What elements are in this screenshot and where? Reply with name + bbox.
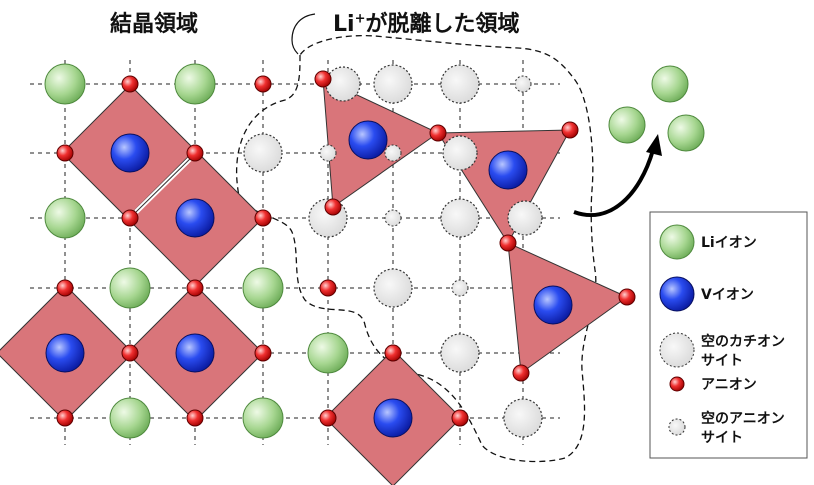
anion — [324, 198, 342, 216]
delithiated-title-li: Li — [333, 12, 355, 37]
v-ion — [373, 398, 413, 438]
anion — [512, 364, 530, 382]
legend-label: Liイオン — [701, 235, 757, 251]
legend-label: 空のカチオン — [701, 333, 785, 350]
legend-empty-anion-swatch — [668, 418, 686, 436]
v-ion — [175, 333, 215, 373]
legend-label: Vイオン — [701, 287, 754, 303]
anion — [121, 344, 139, 362]
octahedron-edge — [135, 151, 198, 213]
anion — [499, 234, 517, 252]
anion — [186, 279, 204, 297]
li-ion — [667, 114, 705, 152]
anion — [121, 75, 139, 93]
empty-cation-site — [373, 64, 413, 104]
empty-cation-site — [325, 66, 361, 102]
anion — [451, 409, 469, 427]
anion — [121, 209, 139, 227]
li-ion — [109, 397, 151, 439]
empty-cation-site — [440, 198, 480, 238]
empty-cation-site — [440, 333, 480, 373]
li-ion — [174, 63, 216, 105]
legend-label: サイト — [701, 430, 743, 446]
anion — [56, 144, 74, 162]
delithiated-region-title: Li+が脱離した領域 — [333, 6, 519, 38]
anion — [429, 124, 447, 142]
empty-anion-site — [451, 279, 469, 297]
empty-cation-site — [373, 268, 413, 308]
legend-label: サイト — [701, 353, 743, 369]
anion — [254, 75, 272, 93]
legend-label: 空のアニオン — [701, 410, 785, 427]
empty-cation-site — [442, 135, 478, 171]
anion — [186, 409, 204, 427]
arrow-icon — [573, 149, 655, 218]
v-ion — [110, 133, 150, 173]
anion — [56, 279, 74, 297]
anion — [186, 144, 204, 162]
anion — [618, 288, 636, 306]
delithiated-title-rest: が脱離した領域 — [365, 12, 520, 37]
li-ion — [307, 332, 349, 374]
empty-anion-site — [514, 75, 532, 93]
li-ion — [242, 267, 284, 309]
anion — [561, 121, 579, 139]
anion — [56, 409, 74, 427]
legend-anion-swatch — [669, 376, 685, 392]
empty-anion-site — [319, 144, 337, 162]
v-ion — [533, 285, 573, 325]
empty-anion-site — [384, 144, 402, 162]
empty-cation-site — [503, 398, 543, 438]
li-ion — [44, 63, 86, 105]
v-ion — [348, 120, 388, 160]
anion — [319, 279, 337, 297]
v-ion — [488, 150, 528, 190]
title-pointer-line — [291, 13, 316, 55]
v-ion — [175, 198, 215, 238]
legend-empty-cation-swatch — [659, 332, 695, 368]
legend-li-swatch — [659, 224, 695, 260]
li-ion — [651, 65, 689, 103]
li-ion — [44, 197, 86, 239]
li-ion — [109, 267, 151, 309]
empty-cation-site — [507, 200, 543, 236]
anion — [254, 344, 272, 362]
v-ion — [45, 333, 85, 373]
anion — [384, 344, 402, 362]
delithiated-title-plus: + — [354, 11, 366, 27]
li-ion — [608, 106, 646, 144]
crystal-region-title: 結晶領域 — [110, 12, 199, 37]
empty-cation-site — [440, 64, 480, 104]
anion — [314, 70, 332, 88]
legend-v-swatch — [659, 276, 695, 312]
legend-label: アニオン — [701, 377, 757, 393]
anion — [254, 209, 272, 227]
empty-anion-site — [384, 209, 402, 227]
empty-cation-site — [243, 133, 283, 173]
arrow-head-icon — [646, 134, 662, 156]
anion — [319, 409, 337, 427]
ions — [44, 63, 705, 439]
li-ion — [242, 397, 284, 439]
